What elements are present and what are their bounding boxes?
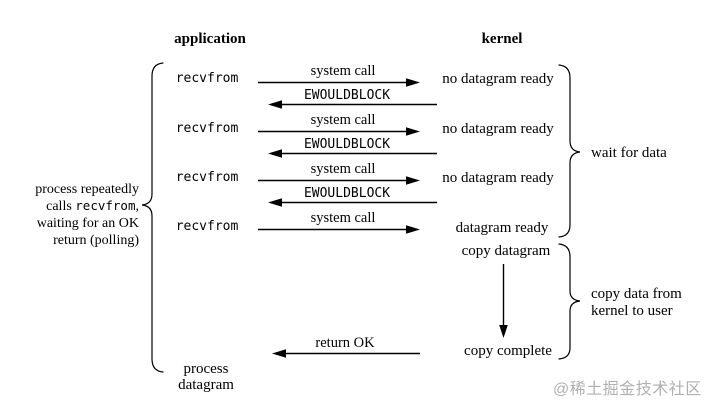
polling-annotation-line-3: waiting for an OK [36, 216, 139, 231]
left-brace [141, 62, 164, 373]
copy-data-brace [558, 243, 581, 360]
polling-annotation-line-4: return (polling) [53, 233, 139, 248]
polling-annotation: process repeatedly calls recvfrom, waiti… [35, 181, 139, 249]
application-column-header: application [174, 31, 246, 47]
system-call-arrowhead-1 [406, 78, 420, 87]
ewouldblock-arrowhead-2 [268, 149, 282, 158]
kernel-state-4: datagram ready [455, 220, 549, 236]
process-datagram-note-line-1: process [183, 361, 229, 377]
system-call-arrowhead-3 [406, 176, 420, 185]
copy-data-label-line-1: copy data from [591, 286, 682, 302]
kernel-state-3: no datagram ready [442, 170, 554, 186]
juejin-watermark: @稀土掘金技术社区 [553, 381, 702, 398]
process-datagram-note-line-2: datagram [178, 376, 234, 393]
recvfrom-call-1: recvfrom [175, 71, 239, 86]
ewouldblock-arrowhead-1 [268, 100, 282, 109]
system-call-label-4: system call [310, 210, 376, 226]
return-ok-arrowhead [272, 349, 286, 358]
polling-annotation-line-2: calls recvfrom, [35, 198, 139, 215]
copy-progress-arrowhead [499, 325, 508, 338]
recvfrom-call-2: recvfrom [175, 121, 239, 136]
recvfrom-inline-code: recvfrom [75, 198, 136, 213]
copy-data-label-line-2: kernel to user [591, 303, 673, 319]
copy-complete-label: copy complete [464, 343, 552, 359]
recvfrom-call-3: recvfrom [175, 170, 239, 185]
copy-data-label: copy data from kernel to user [591, 286, 682, 320]
wait-for-data-brace [558, 64, 581, 238]
system-call-label-3: system call [310, 161, 376, 177]
polling-annotation-line-2-post: , [135, 199, 140, 214]
system-call-label-2: system call [310, 112, 376, 128]
polling-annotation-line-1: process repeatedly [35, 182, 139, 197]
kernel-column-header: kernel [481, 31, 523, 47]
kernel-state-1: no datagram ready [442, 71, 554, 87]
copy-datagram-label: copy datagram [461, 243, 551, 259]
kernel-state-2: no datagram ready [442, 121, 554, 137]
wait-for-data-label: wait for data [591, 145, 667, 161]
system-call-arrowhead-4 [406, 225, 420, 234]
system-call-arrowhead-2 [406, 127, 420, 136]
process-datagram-note: process datagram [178, 361, 234, 393]
return-ok-label: return OK [315, 335, 375, 351]
ewouldblock-label-3: EWOULDBLOCK [303, 186, 391, 201]
ewouldblock-arrowhead-3 [268, 198, 282, 207]
recvfrom-call-4: recvfrom [175, 219, 239, 234]
ewouldblock-label-2: EWOULDBLOCK [303, 137, 391, 152]
polling-annotation-line-2-pre: calls [46, 199, 76, 214]
ewouldblock-label-1: EWOULDBLOCK [303, 88, 391, 103]
system-call-label-1: system call [310, 63, 376, 79]
